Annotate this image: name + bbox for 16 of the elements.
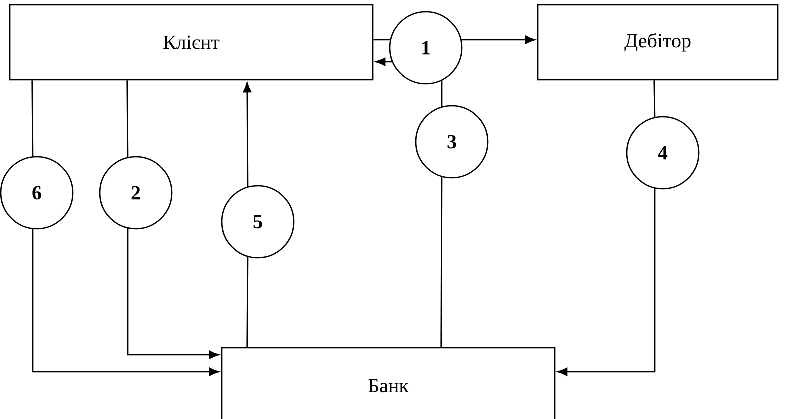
connector-line	[246, 257, 249, 348]
process-box: Дебітор	[537, 4, 779, 81]
process-box: Банк	[221, 347, 556, 419]
arrow	[243, 82, 252, 187]
process-box: Клієнт	[9, 4, 374, 81]
connector-line	[374, 39, 391, 41]
arrow	[461, 36, 536, 44]
connector-line	[126, 80, 129, 158]
connector-line	[440, 177, 443, 348]
arrow	[376, 58, 393, 66]
arrow	[558, 188, 656, 376]
connector-line	[654, 80, 656, 118]
arrow	[127, 228, 220, 360]
connector-line	[32, 80, 34, 158]
connector-line	[441, 80, 443, 107]
arrow	[32, 229, 220, 376]
